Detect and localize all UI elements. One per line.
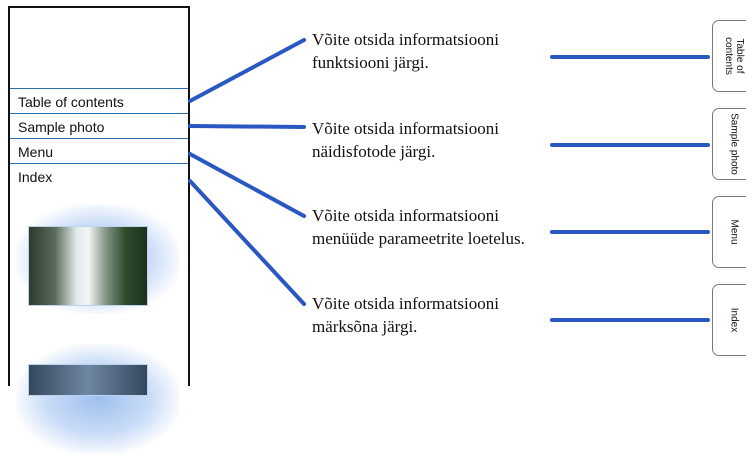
tab-sample-photo[interactable]: Sample photo [712, 108, 746, 180]
description-line: näidisfotode järgi. [312, 142, 436, 161]
description-index: Võite otsida informatsiooni märksõna jär… [312, 292, 612, 338]
description-line: Võite otsida informatsiooni [312, 294, 499, 313]
tab-menu[interactable]: Menu [712, 196, 746, 268]
tab-label: Index [728, 307, 740, 333]
description-line: Võite otsida informatsiooni [312, 119, 499, 138]
tab-label: Menu [728, 219, 740, 245]
connector-lines [188, 38, 710, 322]
menu-item-table-of-contents[interactable]: Table of contents [10, 90, 188, 114]
connector-line-3 [188, 152, 306, 218]
waterfall-thumbnail[interactable] [28, 226, 148, 306]
description-menu: Võite otsida informatsiooni menüüde para… [312, 204, 612, 250]
tab-label: Table of contents [723, 37, 745, 75]
menu-item-sample-photo[interactable]: Sample photo [10, 115, 188, 139]
connector-line-4 [188, 179, 306, 306]
description-line: Võite otsida informatsiooni [312, 30, 499, 49]
description-line: märksõna järgi. [312, 317, 418, 336]
connector-line-2 [188, 124, 306, 129]
second-thumbnail[interactable] [28, 364, 148, 396]
description-table-of-contents: Võite otsida informatsiooni funktsiooni … [312, 28, 612, 74]
menu-divider [10, 88, 188, 89]
menu-item-index[interactable]: Index [18, 169, 53, 185]
menu-item-menu[interactable]: Menu [10, 140, 188, 164]
description-line: funktsiooni järgi. [312, 53, 429, 72]
tab-index[interactable]: Index [712, 284, 746, 356]
description-line: menüüde parameetrite loetelus. [312, 229, 525, 248]
connector-line-1 [188, 38, 306, 103]
tab-table-of-contents[interactable]: Table of contents [712, 20, 746, 92]
tab-label: Sample photo [728, 113, 740, 175]
description-sample-photo: Võite otsida informatsiooni näidisfotode… [312, 117, 612, 163]
description-line: Võite otsida informatsiooni [312, 206, 499, 225]
